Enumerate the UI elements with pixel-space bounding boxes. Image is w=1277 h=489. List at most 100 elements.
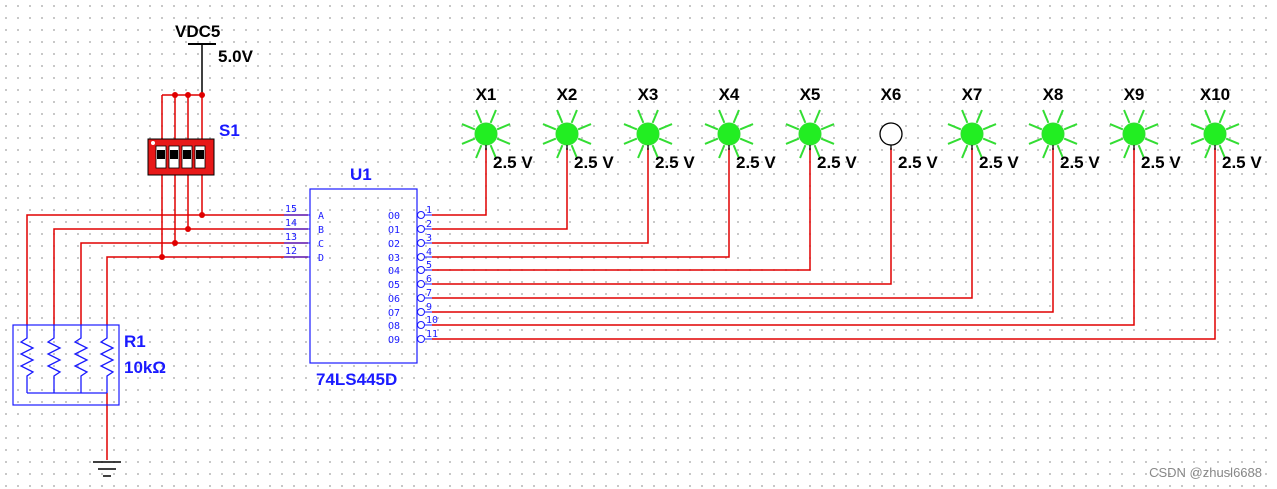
pin-label: O9	[388, 335, 400, 346]
probe-voltage: 2.5 V	[655, 153, 695, 172]
junction-dot	[185, 92, 191, 98]
pin-label: O0	[388, 211, 400, 222]
wire-input-a	[26, 214, 308, 325]
probe-x2[interactable]: X22.5 V	[542, 85, 614, 172]
pin-number: 4	[426, 247, 432, 258]
pin-number: 12	[285, 246, 297, 257]
junction-dot	[159, 254, 165, 260]
pin-number: 11	[426, 329, 438, 340]
probe-x9[interactable]: X92.5 V	[1109, 85, 1181, 172]
resistor-pack[interactable]: R1 10kΩ	[12, 324, 166, 406]
wire-out-0	[432, 148, 487, 216]
pin-label: O8	[388, 321, 400, 332]
lamp-bulb-lit	[555, 122, 579, 146]
wire-out-7	[432, 148, 1054, 313]
wire-input-c	[80, 242, 308, 325]
pin-number: 14	[285, 218, 297, 229]
wires	[26, 94, 1216, 460]
probe-ref: X7	[962, 85, 983, 104]
probe-ref: X8	[1043, 85, 1064, 104]
probe-x10[interactable]: X10 2.5 V	[1190, 85, 1262, 172]
probe-x3[interactable]: X3 2.5 V	[623, 85, 695, 172]
probe-voltage: 2.5 V	[493, 153, 533, 172]
probe-x6[interactable]: X62.5 V	[879, 85, 938, 172]
switch-ref: S1	[219, 121, 240, 140]
resistor-value: 10kΩ	[124, 358, 166, 377]
chip-body	[309, 188, 418, 364]
pin-number: 9	[426, 302, 432, 313]
ground-symbol	[93, 461, 121, 477]
wire-out-4	[432, 148, 811, 271]
junctions	[159, 92, 205, 260]
resistor-zigzags	[19, 325, 115, 394]
junction-dot	[199, 92, 205, 98]
watermark: CSDN @zhusl6688	[1149, 465, 1262, 480]
decoder-chip[interactable]: U1 74LS445D 15 14 13 12 A B C D	[284, 165, 438, 389]
junction-dot	[172, 92, 178, 98]
probe-voltage: 2.5 V	[1222, 153, 1262, 172]
wire-out-6	[432, 148, 973, 299]
lamp-bulb-lit	[798, 122, 822, 146]
lamp-bulb-lit	[1041, 122, 1065, 146]
wire-out-5	[432, 148, 892, 285]
junction-dot	[199, 212, 205, 218]
probe-x4[interactable]: X42.5 V	[704, 85, 776, 172]
probe-x1[interactable]: X1 2.5 V	[461, 85, 533, 172]
wire-out-1	[432, 148, 568, 230]
pin-number: 5	[426, 260, 432, 271]
pin-label: O6	[388, 294, 400, 305]
lamp-bulb-lit	[1122, 122, 1146, 146]
lamp-glow-rays	[704, 109, 754, 159]
pin-number: 6	[426, 274, 432, 285]
probe-x7[interactable]: X72.5 V	[947, 85, 1019, 172]
probe-voltage: 2.5 V	[898, 153, 938, 172]
lamp-bulb-lit	[474, 122, 498, 146]
lamp-bulb-lit	[717, 122, 741, 146]
lamp-glow-rays	[1190, 109, 1240, 159]
pin-label: O2	[388, 239, 400, 250]
power-name: VDC5	[175, 22, 220, 41]
lamp-bulb-lit	[1203, 122, 1227, 146]
chip-part: 74LS445D	[316, 370, 397, 389]
dip-knob	[183, 150, 191, 159]
lamp-bulb-lit	[960, 122, 984, 146]
probe-ref: X3	[638, 85, 659, 104]
wire-out-2	[432, 148, 649, 244]
probe-x5[interactable]: X5 2.5 V	[785, 85, 857, 172]
pin-number: 13	[285, 232, 297, 243]
chip-output-bubbles	[417, 211, 425, 343]
dip-knob	[157, 150, 165, 159]
dip-knob	[196, 150, 204, 159]
lamp-glow-rays	[785, 109, 835, 159]
probe-ref: X1	[476, 85, 497, 104]
dip-knob	[170, 150, 178, 159]
pin-label: A	[318, 211, 324, 222]
lamp-glow-rays	[461, 109, 511, 159]
pin-label: C	[318, 239, 324, 250]
probe-voltage: 2.5 V	[1141, 153, 1181, 172]
dip-pin1-marker	[151, 141, 155, 145]
pin-label: O7	[388, 308, 400, 319]
pin-label: O1	[388, 225, 400, 236]
power-voltage: 5.0V	[218, 47, 254, 66]
junction-dot	[172, 240, 178, 246]
probe-voltage: 2.5 V	[1060, 153, 1100, 172]
power-source[interactable]: VDC5 5.0V	[175, 22, 254, 95]
pin-label: B	[318, 225, 324, 236]
lamp-glow-rays	[1028, 109, 1078, 159]
probe-ref: X5	[800, 85, 821, 104]
probe-ref: X10	[1200, 85, 1230, 104]
probe-voltage: 2.5 V	[574, 153, 614, 172]
lamp-bulb-off	[879, 122, 903, 146]
dip-switch[interactable]: S1	[147, 121, 240, 176]
probe-voltage: 2.5 V	[817, 153, 857, 172]
probe-voltage: 2.5 V	[736, 153, 776, 172]
pin-number: 3	[426, 233, 432, 244]
chip-input-stubs	[284, 214, 310, 258]
lamp-glow-rays	[947, 109, 997, 159]
pin-label: O5	[388, 280, 400, 291]
pin-label: D	[318, 253, 324, 264]
probe-x8[interactable]: X8 2.5 V	[1028, 85, 1100, 172]
pin-number: 2	[426, 219, 432, 230]
